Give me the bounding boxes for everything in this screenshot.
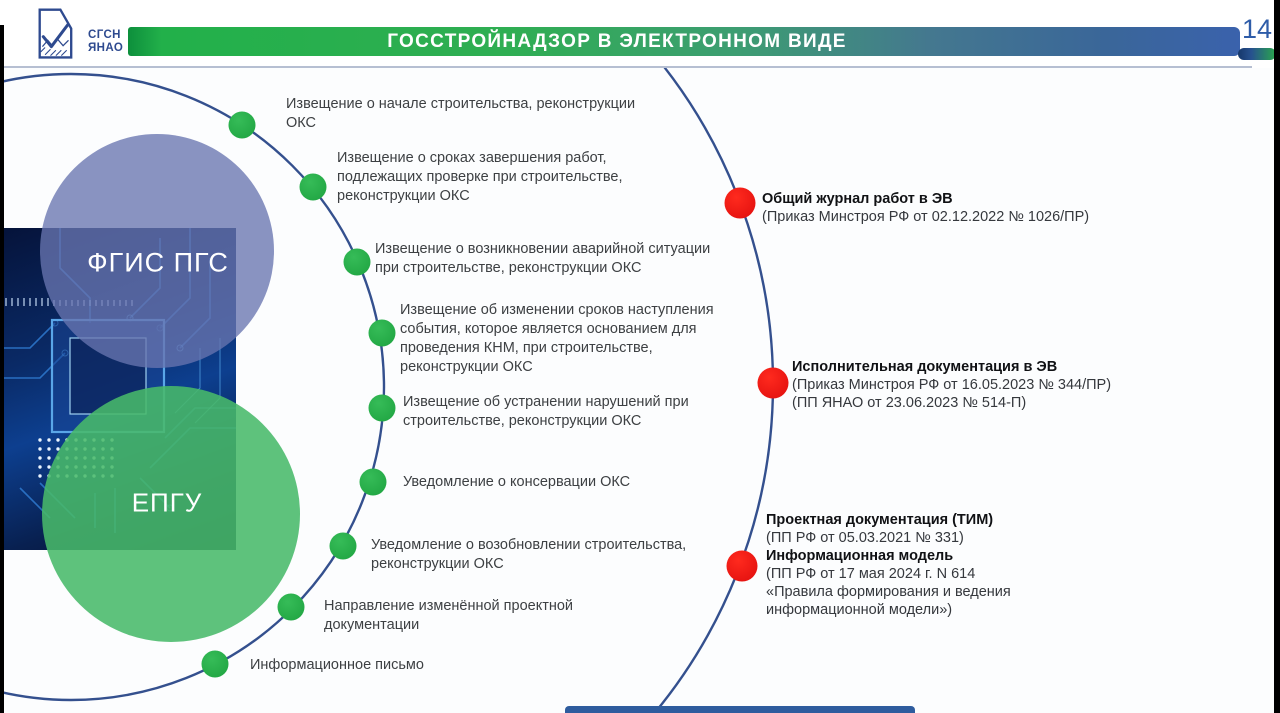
green-dot-7 [329, 532, 357, 560]
header: СГСН ЯНАО ГОССТРОЙНАДЗОР В ЭЛЕКТРОННОМ В… [0, 0, 1280, 68]
screen-edge-right [1274, 0, 1280, 713]
left-item-9: Информационное письмо [250, 657, 424, 673]
red-dot-2 [757, 367, 789, 399]
right-item-1-title: Общий журнал работ в ЭВ [762, 191, 953, 207]
right-item-3: Проектная документация (ТИМ) (ПП РФ от 0… [766, 511, 1011, 619]
right-item-3-title2: Информационная модель [766, 548, 954, 564]
right-item-3-line4: информационной модели») [766, 602, 953, 618]
screen-edge-left [0, 25, 4, 713]
logo-line1: СГСН [88, 29, 121, 41]
right-item-3-line2: (ПП РФ от 17 мая 2024 г. N 614 [766, 566, 976, 582]
header-divider [4, 66, 1252, 68]
left-item-2: Извещение о сроках завершения работ, под… [337, 150, 623, 204]
green-dot-1 [228, 111, 256, 139]
logo-text: СГСН ЯНАО [88, 29, 123, 55]
right-item-1-line1: (Приказ Минстроя РФ от 02.12.2022 № 1026… [762, 209, 1090, 225]
slide-title: ГОССТРОЙНАДЗОР В ЭЛЕКТРОННОМ ВИДЕ [387, 30, 847, 52]
left-item-7: Уведомление о возобновлении строительств… [371, 537, 687, 572]
green-dot-3 [343, 248, 371, 276]
right-item-2-line1: (Приказ Минстроя РФ от 16.05.2023 № 344/… [792, 377, 1112, 393]
green-dot-4 [368, 319, 396, 347]
title-bar: ГОССТРОЙНАДЗОР В ЭЛЕКТРОННОМ ВИДЕ [128, 27, 1240, 56]
right-item-3-line3: «Правила формирования и ведения [766, 584, 1011, 600]
page-number: 14 [1242, 14, 1273, 44]
green-dot-9 [201, 650, 229, 678]
bottom-accent-bar [565, 706, 915, 713]
green-dot-8 [277, 593, 305, 621]
left-item-3: Извещение о возникновении аварийной ситу… [375, 241, 711, 276]
red-dot-3 [726, 550, 758, 582]
page-progress-pill [1238, 48, 1276, 60]
left-item-4: Извещение об изменении сроков наступлени… [400, 302, 714, 375]
shield-check-logo-icon [38, 8, 73, 59]
left-item-6: Уведомление о консервации ОКС [403, 474, 631, 490]
logo-line2: ЯНАО [88, 42, 124, 54]
right-item-3-title: Проектная документация (ТИМ) [766, 512, 994, 528]
green-dot-6 [359, 468, 387, 496]
left-item-8: Направление изменённой проектной докумен… [324, 598, 574, 633]
green-dot-2 [299, 173, 327, 201]
right-item-2: Исполнительная документация в ЭВ (Приказ… [792, 358, 1111, 412]
green-dot-5 [368, 394, 396, 422]
red-dot-1 [724, 187, 756, 219]
left-item-1: Извещение о начале строительства, реконс… [286, 96, 636, 131]
left-item-5: Извещение об устранении нарушений при ст… [403, 394, 689, 429]
right-item-1: Общий журнал работ в ЭВ (Приказ Минстроя… [762, 190, 1089, 226]
right-item-2-line2: (ПП ЯНАО от 23.06.2023 № 514-П) [792, 395, 1027, 411]
fgis-label: ФГИС ПГС [87, 247, 229, 278]
epgu-label: ЕПГУ [131, 487, 203, 518]
right-item-2-title: Исполнительная документация в ЭВ [792, 359, 1058, 375]
right-item-3-line1: (ПП РФ от 05.03.2021 № 331) [766, 530, 964, 546]
